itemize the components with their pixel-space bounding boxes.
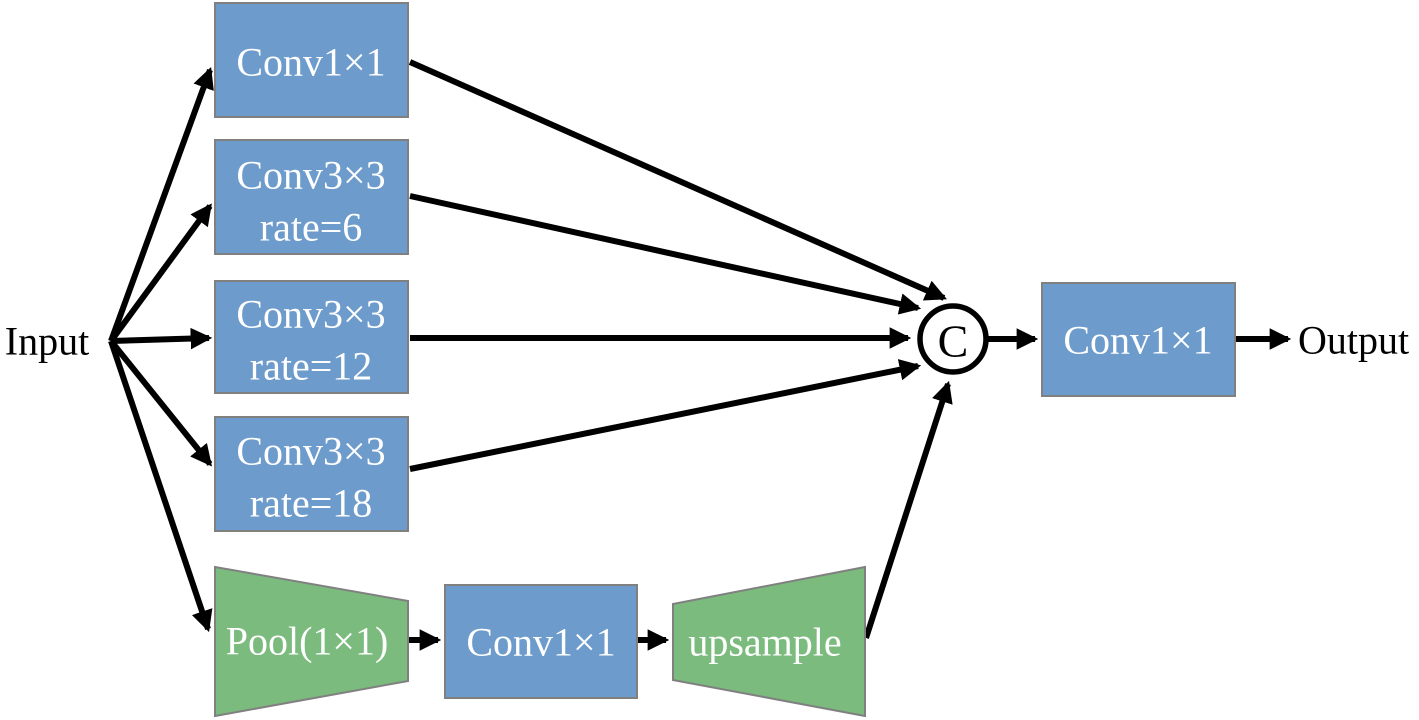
concat-circle <box>917 303 989 375</box>
arrow-input-to-conv1x1 <box>108 66 214 343</box>
pool-conv-box <box>444 584 638 699</box>
pool-conv-label: Conv1×1 <box>466 620 615 665</box>
branch-rate12-label-line2: rate=12 <box>250 344 373 389</box>
pool-node: Pool(1×1) <box>214 565 409 718</box>
projection-box <box>1041 282 1236 397</box>
pool-trapezoid <box>214 565 409 718</box>
branch-rate18-box <box>214 416 409 532</box>
arrow-upsample-to-concat <box>863 380 953 639</box>
arrow-rate6-to-concat <box>409 193 922 315</box>
branch-rate6-box <box>214 139 409 255</box>
output-label: Output <box>1298 318 1409 363</box>
upsample-trapezoid <box>672 565 866 718</box>
branch-rate6-label-line2: rate=6 <box>260 205 363 250</box>
arrow-rate18-to-concat <box>409 359 922 472</box>
branch-rate18-node: Conv3×3 rate=18 <box>214 416 409 532</box>
pool-conv-node: Conv1×1 <box>444 584 638 699</box>
input-label: Input <box>5 319 89 364</box>
branch-conv1x1-box <box>214 2 409 118</box>
arrow-conv1x1-to-concat <box>408 59 947 301</box>
upsample-node: upsample <box>672 565 866 718</box>
arrow-input-to-pool <box>108 340 213 633</box>
branch-conv1x1-node: Conv1×1 <box>214 2 409 118</box>
upsample-label: upsample <box>688 620 841 665</box>
branch-rate6-node: Conv3×3 rate=6 <box>214 139 409 255</box>
arrow-input-to-rate6 <box>108 203 213 343</box>
branch-rate12-node: Conv3×3 rate=12 <box>214 280 409 394</box>
branch-conv1x1-label: Conv1×1 <box>236 40 385 85</box>
branch-rate18-label-line2: rate=18 <box>250 481 373 526</box>
branch-rate6-label-line1: Conv3×3 <box>236 153 385 198</box>
arrow-input-to-rate12 <box>110 327 213 350</box>
branch-rate12-box <box>214 280 409 394</box>
branch-rate18-label-line1: Conv3×3 <box>236 429 385 474</box>
concat-label: C <box>938 316 969 367</box>
branch-rate12-label-line1: Conv3×3 <box>236 292 385 337</box>
projection-node: Conv1×1 <box>1041 282 1236 397</box>
arrow-input-to-rate18 <box>108 339 213 467</box>
projection-label: Conv1×1 <box>1063 318 1212 363</box>
pool-label: Pool(1×1) <box>226 619 389 664</box>
concat-node: C <box>917 303 989 375</box>
